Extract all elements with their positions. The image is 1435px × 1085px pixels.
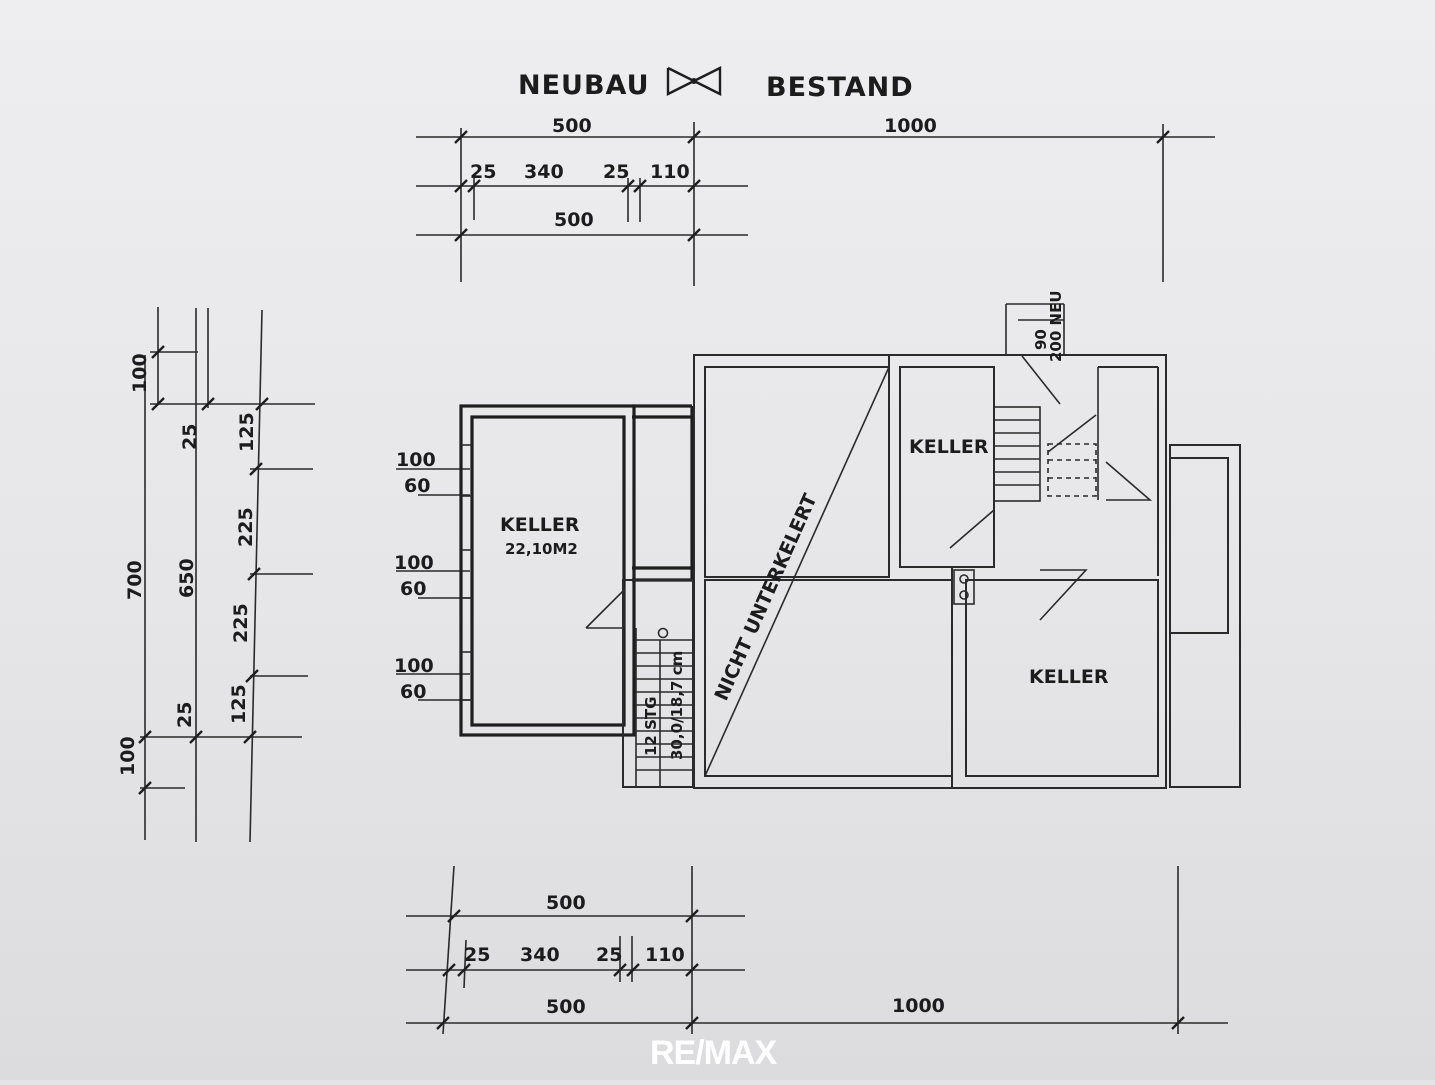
dim-left-100-top: 100 [129,353,151,393]
window-3-width: 100 [394,655,434,677]
dim-top-25b: 25 [603,161,629,183]
dim-left-100-bottom: 100 [117,736,139,776]
dim-left-225-a: 225 [235,507,257,547]
dim-left-700: 700 [124,560,146,600]
dim-left-125-top: 125 [236,412,258,452]
top-dimension-lines [416,122,1215,286]
stair-existing [704,366,1153,777]
dim-bottom-500-top: 500 [546,892,586,914]
dim-left-225-b: 225 [230,603,252,643]
bow-tie-symbol [666,66,722,96]
dim-left-25-top: 25 [179,424,201,450]
stair-steps: 12 STG [642,697,660,756]
dim-bottom-25a: 25 [464,944,490,966]
bestand-label: BESTAND [766,72,914,103]
dim-top-110: 110 [650,161,690,183]
window-2-height: 60 [400,578,426,600]
dim-left-650: 650 [176,558,198,598]
stair-rise-run: 30,0/18,7 cm [668,651,686,760]
room-new-cellar-name: KELLER [500,514,580,536]
window-2-width: 100 [394,552,434,574]
dim-left-125-bottom: 125 [228,684,250,724]
dim-top-25a: 25 [470,161,496,183]
room-new-cellar-area: 22,10M2 [505,540,578,558]
door-height: 200 NEU [1047,290,1065,362]
dim-top-1000: 1000 [884,115,937,137]
dim-top-500b: 500 [554,209,594,231]
window-3-height: 60 [400,681,426,703]
dim-top-500: 500 [552,115,592,137]
dim-bottom-500: 500 [546,996,586,1018]
left-dimension-lines [138,307,315,843]
room-cellar-north-name: KELLER [909,436,989,458]
dim-bottom-1000: 1000 [892,995,945,1017]
not-excavated-label: NICHT UNTERKELERT [710,491,821,704]
dim-bottom-110: 110 [645,944,685,966]
dim-left-25-bottom: 25 [174,702,196,728]
new-building-walls [459,404,694,737]
dim-top-340: 340 [524,161,564,183]
bottom-dimension-lines [406,865,1228,1035]
remax-watermark: RE/MAX [650,1034,778,1072]
neubau-label: NEUBAU [518,70,650,101]
dim-bottom-340: 340 [520,944,560,966]
window-1-height: 60 [404,475,430,497]
dim-bottom-25b: 25 [596,944,622,966]
window-1-width: 100 [396,449,436,471]
door-width: 90 [1032,329,1050,350]
room-cellar-south-name: KELLER [1029,666,1109,688]
existing-building-walls [693,303,1241,789]
